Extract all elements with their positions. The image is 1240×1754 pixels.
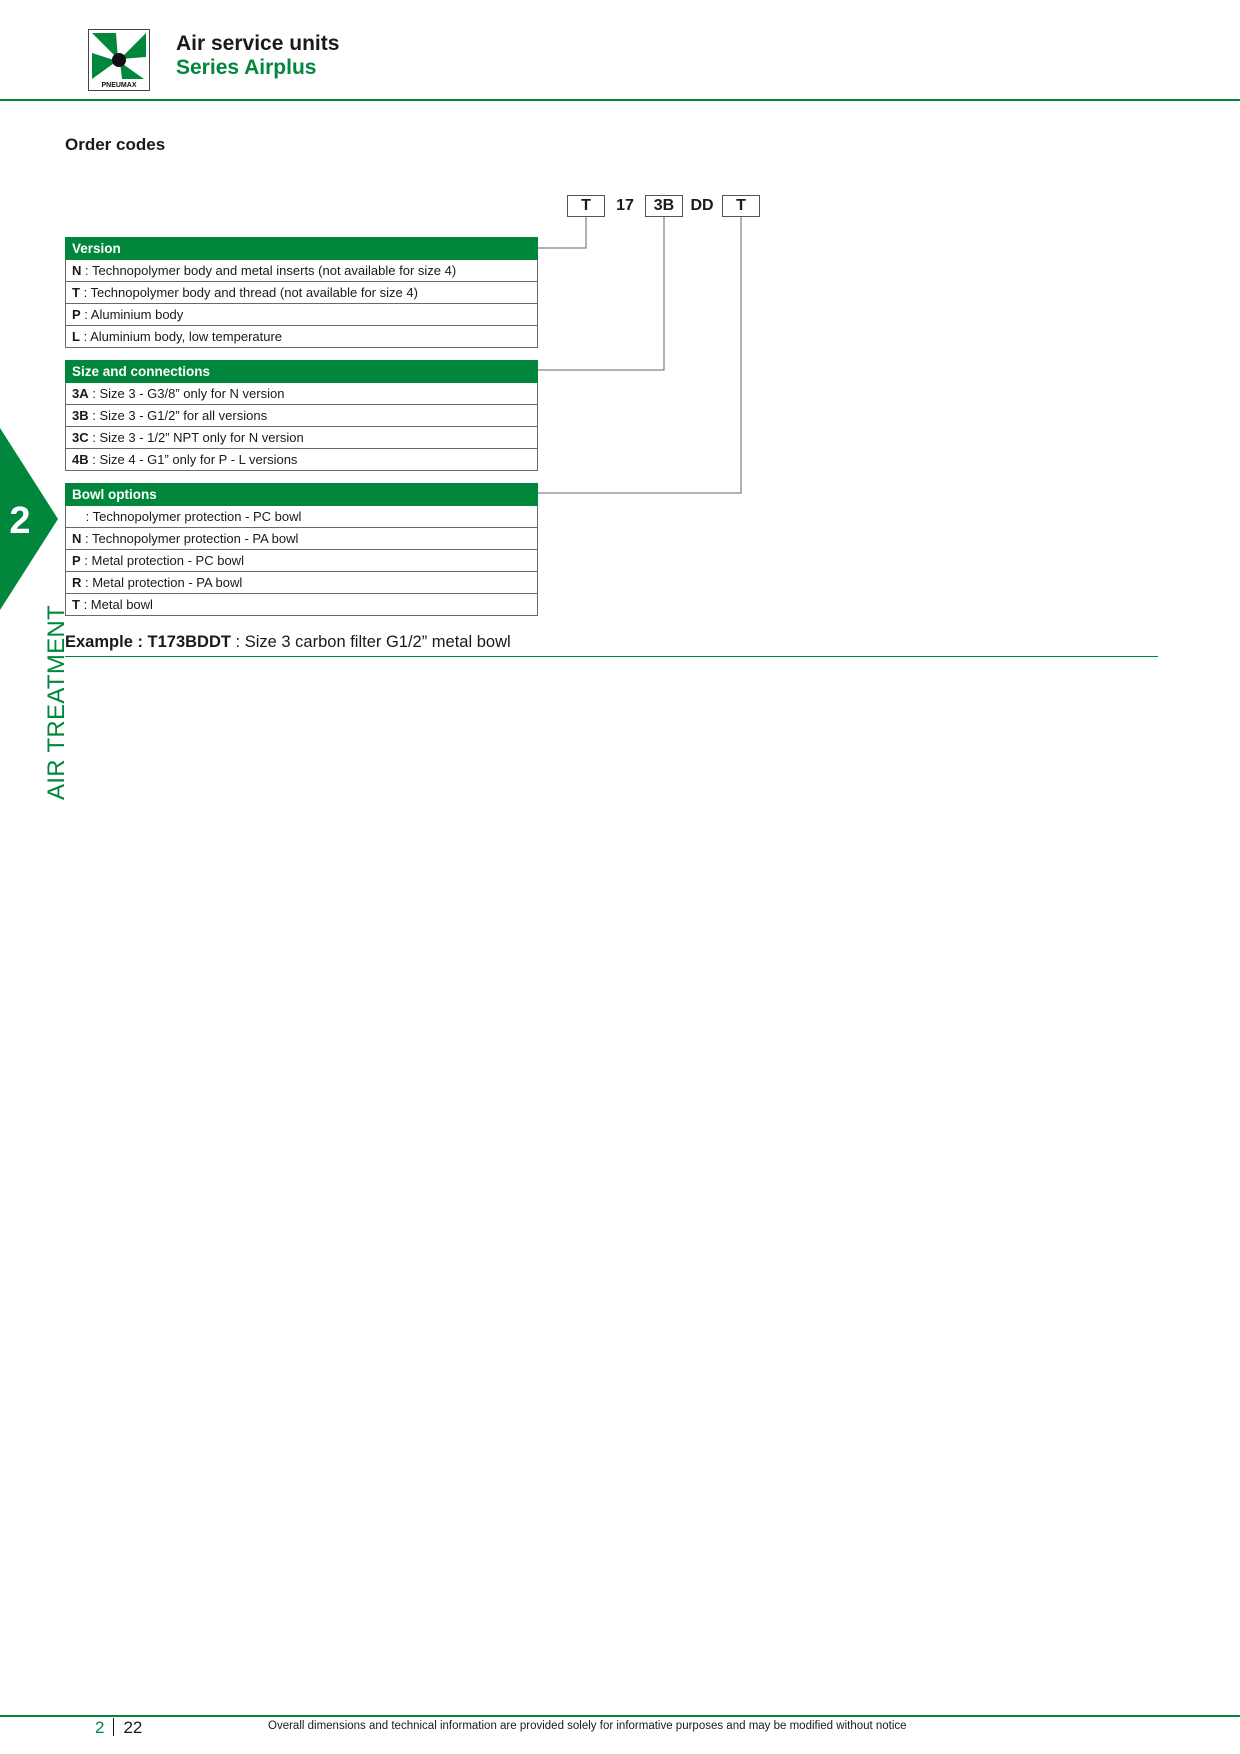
order-code-part-type: DD bbox=[690, 197, 714, 214]
footer-divider bbox=[0, 1715, 1240, 1717]
option-desc: : Technopolymer protection - PC bowl bbox=[82, 509, 302, 524]
order-code-part-series: 17 bbox=[616, 197, 634, 214]
option-code: 3C bbox=[72, 430, 89, 445]
table-row: T : Metal bowl bbox=[65, 593, 538, 616]
page-separator bbox=[113, 1718, 115, 1736]
option-desc: : Aluminium body bbox=[80, 307, 184, 322]
table-row: 4B : Size 4 - G1” only for P - L version… bbox=[65, 448, 538, 471]
connector-bowl bbox=[538, 217, 742, 494]
table-row: P : Metal protection - PC bowl bbox=[65, 549, 538, 572]
table-row: 3A : Size 3 - G3/8” only for N version bbox=[65, 382, 538, 405]
page-header: PNEUMAX Air service units Series Airplus bbox=[0, 0, 1240, 102]
option-code: P bbox=[72, 307, 81, 322]
size-connections-table: Size and connections 3A : Size 3 - G3/8”… bbox=[65, 360, 538, 471]
order-example: Example : T173BDDT : Size 3 carbon filte… bbox=[65, 633, 511, 652]
header-divider bbox=[0, 99, 1240, 101]
option-code: N bbox=[72, 531, 82, 546]
table-row: L : Aluminium body, low temperature bbox=[65, 325, 538, 348]
table-row: R : Metal protection - PA bowl bbox=[65, 571, 538, 594]
option-code: P bbox=[72, 553, 81, 568]
document-subtitle: Series Airplus bbox=[176, 56, 317, 79]
option-desc: : Metal bowl bbox=[79, 597, 153, 612]
table-title: Bowl options bbox=[65, 483, 538, 506]
document-title: Air service units bbox=[176, 32, 340, 55]
option-desc: : Aluminium body, low temperature bbox=[79, 329, 283, 344]
version-table: Version N : Technopolymer body and metal… bbox=[65, 237, 538, 348]
chapter-number: 2 bbox=[9, 500, 30, 542]
section-heading: Order codes bbox=[65, 135, 166, 154]
option-code: 3B bbox=[72, 408, 89, 423]
option-desc: : Technopolymer body and thread (not ava… bbox=[79, 285, 418, 300]
bowl-options-table: Bowl options : Technopolymer protection … bbox=[65, 483, 538, 616]
connector-version bbox=[538, 217, 587, 249]
option-code: L bbox=[72, 329, 80, 344]
option-desc: : Metal protection - PC bowl bbox=[80, 553, 244, 568]
page-section: 2 bbox=[95, 1718, 105, 1737]
table-row: 3C : Size 3 - 1/2” NPT only for N versio… bbox=[65, 426, 538, 449]
table-row: P : Aluminium body bbox=[65, 303, 538, 326]
option-code: 4B bbox=[72, 452, 89, 467]
footer-disclaimer: Overall dimensions and technical informa… bbox=[268, 1720, 907, 1732]
table-title: Size and connections bbox=[65, 360, 538, 383]
chapter-tab: 2 bbox=[0, 428, 58, 610]
option-desc: : Metal protection - PA bowl bbox=[81, 575, 243, 590]
table-row: T : Technopolymer body and thread (not a… bbox=[65, 281, 538, 304]
table-row: N : Technopolymer body and metal inserts… bbox=[65, 259, 538, 282]
svg-text:PNEUMAX: PNEUMAX bbox=[101, 82, 136, 89]
option-desc: : Size 3 - 1/2” NPT only for N version bbox=[88, 430, 304, 445]
table-row: 3B : Size 3 - G1/2” for all versions bbox=[65, 404, 538, 427]
example-label: Example : T173BDDT bbox=[65, 633, 231, 651]
connector-size bbox=[538, 217, 665, 371]
order-code-part-version: T bbox=[567, 195, 605, 217]
option-desc: : Technopolymer body and metal inserts (… bbox=[81, 263, 457, 278]
order-code-part-size: 3B bbox=[645, 195, 683, 217]
option-code: N bbox=[72, 263, 82, 278]
table-row: : Technopolymer protection - PC bowl bbox=[65, 505, 538, 528]
table-row: N : Technopolymer protection - PA bowl bbox=[65, 527, 538, 550]
option-desc: : Technopolymer protection - PA bowl bbox=[81, 531, 299, 546]
order-code-part-bowl: T bbox=[722, 195, 760, 217]
example-text: : Size 3 carbon filter G1/2” metal bowl bbox=[230, 633, 511, 651]
option-code: T bbox=[72, 285, 80, 300]
page-index: 22 bbox=[123, 1718, 143, 1737]
option-desc: : Size 4 - G1” only for P - L versions bbox=[88, 452, 298, 467]
option-code: R bbox=[72, 575, 82, 590]
pneumax-logo: PNEUMAX bbox=[88, 29, 150, 91]
option-code: T bbox=[72, 597, 80, 612]
example-divider bbox=[65, 656, 1158, 657]
option-desc: : Size 3 - G1/2” for all versions bbox=[88, 408, 268, 423]
table-title: Version bbox=[65, 237, 538, 260]
option-code: 3A bbox=[72, 386, 89, 401]
option-desc: : Size 3 - G3/8” only for N version bbox=[88, 386, 285, 401]
